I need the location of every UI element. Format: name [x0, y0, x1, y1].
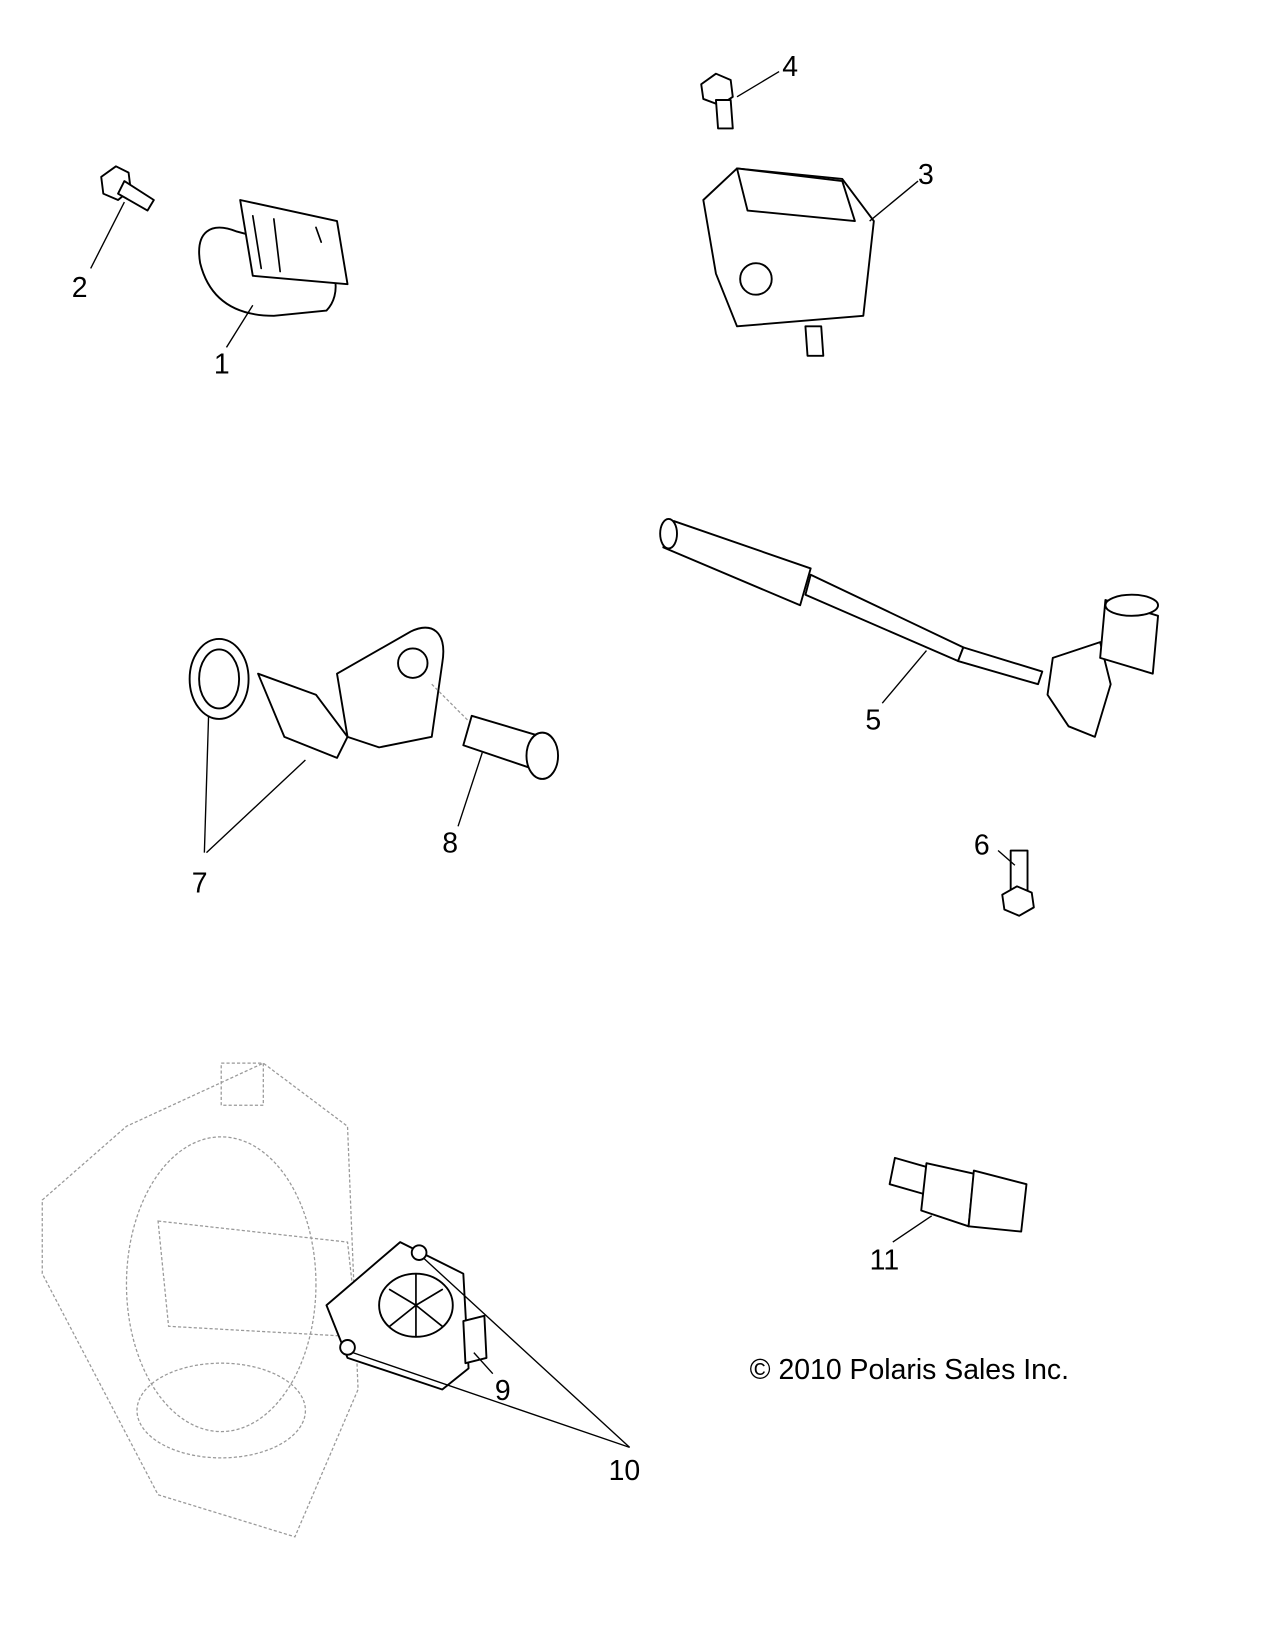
callout-7: 7 [192, 868, 208, 900]
part-1-sensor [198, 199, 349, 317]
part-11-temperature-sensor [888, 1156, 1028, 1233]
leader-7b [206, 759, 306, 854]
callout-11: 11 [870, 1244, 900, 1276]
callout-5: 5 [865, 704, 881, 736]
leader-9 [473, 1352, 494, 1375]
alignment-line-8 [431, 683, 470, 722]
callout-8: 8 [442, 828, 458, 860]
part-9-throttle-position-sensor [325, 1241, 488, 1391]
screw-10b [339, 1339, 356, 1356]
part-2-bolt [100, 165, 155, 212]
screw-10a [410, 1244, 428, 1261]
callout-1: 1 [214, 349, 230, 381]
callout-3: 3 [918, 159, 934, 191]
part-5-speed-sensor [659, 517, 1159, 738]
part-4-bolt [700, 72, 734, 130]
leader-8 [457, 752, 483, 827]
copyright-notice: © 2010 Polaris Sales Inc. [750, 1354, 1069, 1386]
leader-4 [736, 70, 780, 98]
callout-2: 2 [72, 272, 88, 304]
callout-10: 10 [609, 1455, 641, 1487]
leader-3 [869, 180, 919, 222]
leader-7a [203, 715, 210, 853]
leader-6 [997, 850, 1016, 866]
callout-9: 9 [495, 1375, 511, 1407]
leader-10a [422, 1257, 631, 1448]
leader-2 [90, 201, 125, 269]
leader-1 [225, 304, 254, 348]
throttle-body-ghost [41, 1062, 359, 1538]
callout-4: 4 [782, 51, 798, 83]
callout-6: 6 [974, 830, 990, 862]
part-6-bolt [1001, 849, 1035, 917]
part-3-map-sensor [702, 167, 875, 357]
leader-10b [352, 1351, 630, 1449]
leader-5 [881, 650, 927, 704]
leader-11 [892, 1215, 933, 1243]
part-8-bushing [462, 714, 559, 780]
part-7-sensor-oring [188, 626, 445, 759]
